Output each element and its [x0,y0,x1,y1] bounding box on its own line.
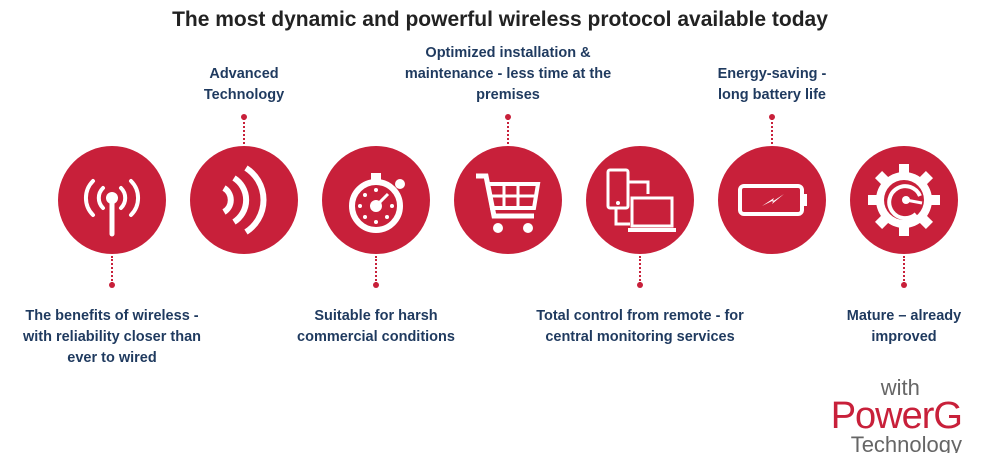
connector-dot [241,114,247,120]
feature-label-line: Energy-saving - [717,66,827,82]
connector-dot [901,282,907,288]
feature-label-line: maintenance - less time at the premises [404,66,612,103]
connector-dot [505,114,511,120]
feature-label-line: improved [871,329,937,345]
feature-label: Energy-saving - long battery life [642,64,902,106]
shopping-cart-icon [476,173,541,233]
feature-label-line: The benefits of wireless - [25,308,199,324]
logo-with: with [880,375,920,400]
feature-circle [58,146,166,254]
antenna-icon [83,179,141,237]
devices-icon [606,168,676,232]
connector-dot [109,282,115,288]
logo-technology: Technology [850,432,962,453]
feature-circle [718,146,826,254]
powerg-logo: with PowerG Technology [830,375,963,453]
stopwatch-icon [349,173,405,233]
connector-line [771,118,773,144]
feature-label-line: Optimized installation & [425,45,591,61]
feature-label-line: Suitable for harsh [314,308,438,324]
feature-label-line: Technology [203,87,285,103]
feature-label: Suitable for harsh commercial conditions [246,306,506,348]
connector-dot [373,282,379,288]
page-title: The most dynamic and powerful wireless p… [172,8,828,31]
feature-circle [850,146,958,254]
connector-dot [769,114,775,120]
feature-label: The benefits of wireless - with reliabili… [0,306,242,369]
wireless-waves-icon [222,165,267,235]
feature-label-line: Advanced [209,66,279,82]
battery-icon [738,184,807,216]
gear-gauge-icon [868,164,940,236]
feature-label-line: central monitoring services [545,329,735,345]
connector-line [507,118,509,144]
feature-circle [322,146,430,254]
feature-label-line: long battery life [718,87,826,103]
feature-label-line: Total control from remote - for [536,308,744,324]
connector-line [903,256,905,284]
connector-dot [637,282,643,288]
logo-brand: PowerG [830,395,963,437]
feature-label: Optimized installation & maintenance - le… [378,43,638,106]
feature-circle [586,146,694,254]
feature-label: Mature – already improved [774,306,1000,348]
feature-label: Total control from remote - for central m… [510,306,770,348]
feature-label-line: ever to wired [67,350,157,366]
connector-line [639,256,641,284]
feature-circle [190,146,298,254]
feature-label-line: commercial conditions [297,329,455,345]
connector-line [111,256,113,284]
connector-line [375,256,377,284]
feature-label-line: with reliability closer than [22,329,202,345]
connector-line [243,118,245,144]
feature-circle [454,146,562,254]
feature-label-line: Mature – already [846,308,962,324]
